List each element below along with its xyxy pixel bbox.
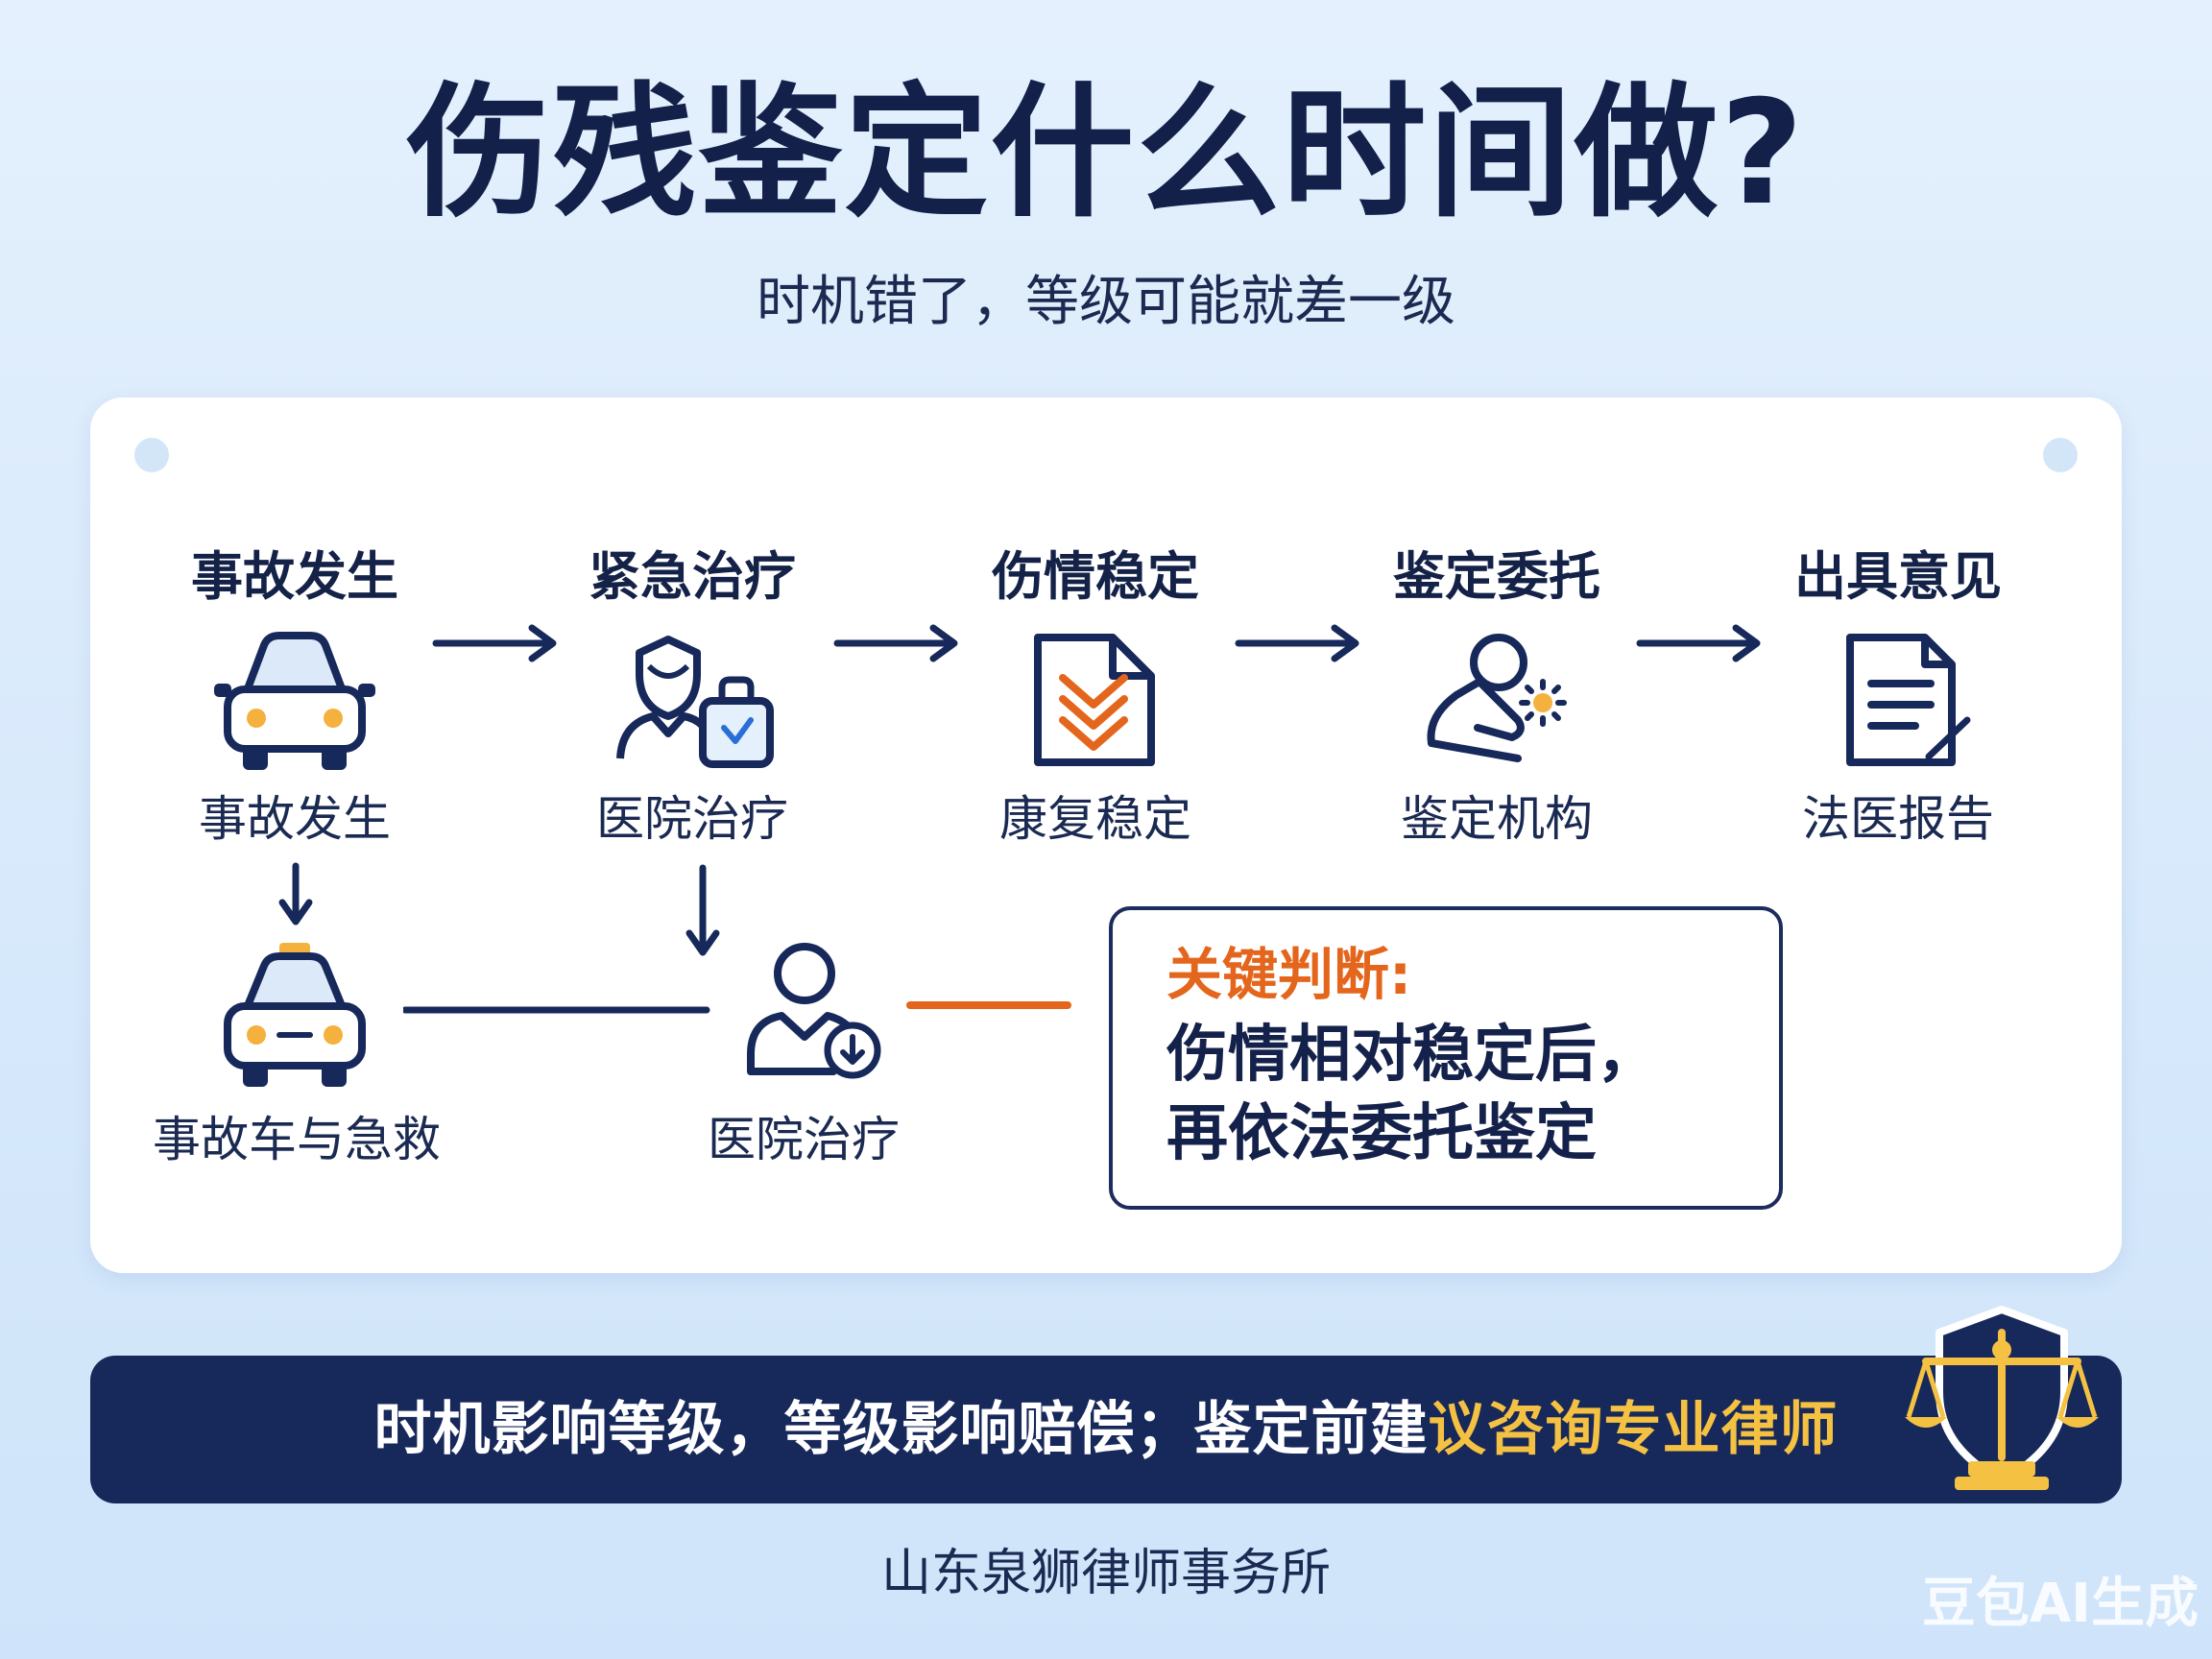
step-title-entrust: 鉴定委托	[1393, 546, 1600, 607]
step-label-report: 法医报告	[1802, 791, 1994, 847]
ai-watermark: 豆包AI生成	[1921, 1573, 2199, 1635]
handshake-icon	[1427, 634, 1567, 762]
arrow-right-icon	[833, 624, 958, 662]
step-label-institution: 鉴定机构	[1401, 791, 1593, 847]
callout-line-1: 伤情相对稳定后，	[1166, 1020, 1658, 1091]
step-title-opinion: 出具意见	[1794, 546, 2002, 607]
step-label-accident: 事故发生	[199, 791, 391, 847]
page-title: 伤残鉴定什么时间做?	[406, 70, 1806, 237]
step-title-stable: 伤情稳定	[992, 546, 1199, 607]
document-check-icon	[1034, 634, 1155, 766]
step-title-emergency: 紧急治疗	[589, 546, 796, 607]
arrow-right-icon	[1235, 624, 1359, 662]
taxi-icon	[224, 943, 366, 1087]
step-label-hospital: 医院治疗	[596, 791, 788, 847]
banner-text: 时机影响等级，等级影响赔偿；鉴定前建议咨询专业律师	[90, 1356, 2122, 1503]
scales-shield-icon	[1905, 1306, 2099, 1490]
step-title-accident: 事故发生	[191, 546, 398, 607]
panel-pin-right	[2043, 438, 2078, 472]
car-icon	[214, 632, 375, 770]
callout-line-2: 再依法委托鉴定	[1166, 1098, 1597, 1169]
advice-banner	[90, 1356, 2122, 1503]
panel-pin-left	[134, 438, 169, 472]
arrow-right-icon	[1636, 624, 1761, 662]
callout-heading: 关键判断:	[1166, 942, 1412, 1007]
arrow-right-icon	[432, 624, 557, 662]
report-icon	[1846, 634, 1971, 766]
connector-line	[403, 1006, 710, 1014]
flow-panel	[90, 397, 2122, 1273]
branch-label-hospital: 医院治疗	[708, 1112, 900, 1167]
banner-text-highlight: 议咨询专业律师	[1428, 1396, 1839, 1463]
page-subtitle: 时机错了，等级可能就差一级	[757, 271, 1455, 333]
branch-label-ambulance: 事故车与急救	[153, 1112, 441, 1167]
step-label-recovery: 康复稳定	[999, 791, 1191, 847]
connector-line-orange	[906, 1001, 1071, 1009]
key-judgment-box: 关键判断: 伤情相对稳定后， 再依法委托鉴定	[1109, 906, 1783, 1210]
firm-name: 山东泉狮律师事务所	[880, 1545, 1331, 1602]
arrow-down-icon	[685, 864, 720, 956]
banner-text-main: 时机影响等级，等级影响赔偿；鉴定前建	[373, 1396, 1429, 1463]
doctor-bag-icon	[616, 636, 774, 768]
patient-icon	[747, 943, 881, 1079]
arrow-down-icon	[278, 862, 313, 926]
